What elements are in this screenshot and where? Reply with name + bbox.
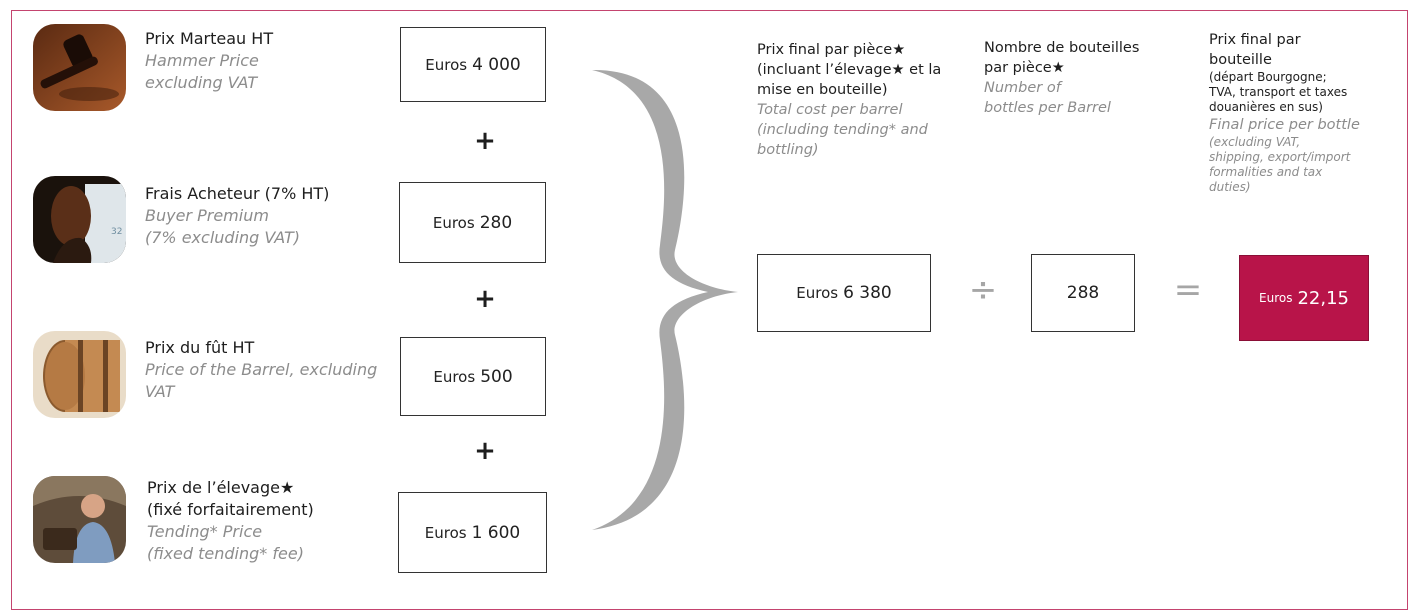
- cellar-master-icon: [33, 476, 126, 563]
- final-price-header-fr-5: douanières en sus): [1209, 100, 1323, 114]
- barrel-price-label-en-2: VAT: [145, 382, 175, 401]
- tending-price-label-en: Tending* Price: [147, 522, 263, 541]
- hammer-price-label: Prix Marteau HT Hammer Price excluding V…: [145, 28, 273, 94]
- plus-sign: +: [474, 284, 496, 314]
- amount: 288: [1066, 283, 1100, 303]
- plus-sign: +: [474, 436, 496, 466]
- thumb-text: 32: [111, 227, 122, 237]
- final-price-header: Prix final par bouteille (départ Bourgog…: [1209, 30, 1360, 195]
- final-price-header-fr-4: TVA, transport et taxes: [1209, 85, 1348, 99]
- amount: 4 000: [472, 54, 521, 75]
- total-cost-header-en: Total cost per barrel: [757, 102, 903, 118]
- barrel-price-label: Prix du fût HT Price of the Barrel, excl…: [145, 337, 377, 403]
- total-cost-header-fr-3: mise en bouteille): [757, 82, 888, 98]
- buyer-photo-icon: 32: [33, 176, 126, 263]
- barrel-icon: [33, 331, 126, 418]
- bottles-header: Nombre de bouteilles par pièce★ Number o…: [984, 38, 1139, 118]
- tending-price-label-en-2: (fixed tending* fee): [147, 544, 304, 563]
- currency: Euros: [796, 284, 839, 302]
- final-price-header-en-4: formalities and tax: [1209, 165, 1323, 179]
- amount: 280: [479, 212, 513, 233]
- final-price-header-en-2: (excluding VAT,: [1209, 135, 1301, 149]
- amount: 6 380: [843, 283, 892, 303]
- bottles-box: 288: [1031, 254, 1135, 332]
- hammer-price-label-en: Hammer Price: [145, 51, 259, 70]
- tending-price-label: Prix de l’élevage★ (fixé forfaitairement…: [147, 477, 314, 565]
- buyer-premium-label-en: Buyer Premium: [145, 206, 269, 225]
- bottles-header-fr: Nombre de bouteilles: [984, 40, 1140, 56]
- total-cost-header-en-2: (including tending* and: [757, 122, 928, 138]
- divide-sign: ÷: [968, 270, 998, 310]
- currency: Euros: [432, 213, 475, 232]
- currency: Euros: [425, 55, 468, 74]
- bottles-header-en-2: bottles per Barrel: [984, 100, 1111, 116]
- final-price-header-en-3: shipping, export/import: [1209, 150, 1351, 164]
- total-cost-header: Prix final par pièce★ (incluant l’élevag…: [757, 40, 941, 160]
- equals-sign: =: [1173, 270, 1203, 310]
- amount: 22,15: [1297, 287, 1349, 309]
- hammer-price-label-en-2: excluding VAT: [145, 73, 258, 92]
- barrel-price-label-fr: Prix du fût HT: [145, 338, 255, 357]
- buyer-premium-label-fr: Frais Acheteur (7% HT): [145, 184, 330, 203]
- tending-price-label-fr-2: (fixé forfaitairement): [147, 500, 314, 519]
- total-cost-header-fr: Prix final par pièce★: [757, 42, 906, 58]
- bottles-header-fr-2: par pièce★: [984, 60, 1065, 76]
- final-price-box: Euros 22,15: [1239, 255, 1369, 341]
- amount: 500: [480, 366, 513, 387]
- plus-sign: +: [474, 126, 496, 156]
- summation-brace-icon: [592, 69, 738, 531]
- tending-price-label-fr: Prix de l’élevage★: [147, 478, 295, 497]
- buyer-premium-label: Frais Acheteur (7% HT) Buyer Premium (7%…: [145, 183, 329, 249]
- gavel-icon: [33, 24, 126, 111]
- final-price-header-en-5: duties): [1209, 180, 1251, 194]
- barrel-price-label-en: Price of the Barrel, excluding: [145, 360, 378, 379]
- currency: Euros: [1259, 291, 1293, 305]
- final-price-header-fr: Prix final par: [1209, 32, 1301, 48]
- bottles-header-en: Number of: [984, 80, 1061, 96]
- total-cost-header-fr-2: (incluant l’élevage★ et la: [757, 62, 942, 78]
- amount: 1 600: [471, 522, 521, 543]
- currency: Euros: [424, 523, 467, 542]
- hammer-price-label-fr: Prix Marteau HT: [145, 29, 274, 48]
- final-price-header-fr-2: bouteille: [1209, 52, 1272, 68]
- currency: Euros: [433, 367, 476, 386]
- total-cost-header-en-3: bottling): [757, 142, 819, 158]
- final-price-header-fr-3: (départ Bourgogne;: [1209, 70, 1327, 84]
- buyer-premium-label-en-2: (7% excluding VAT): [145, 228, 301, 247]
- final-price-header-en: Final price per bottle: [1209, 117, 1360, 133]
